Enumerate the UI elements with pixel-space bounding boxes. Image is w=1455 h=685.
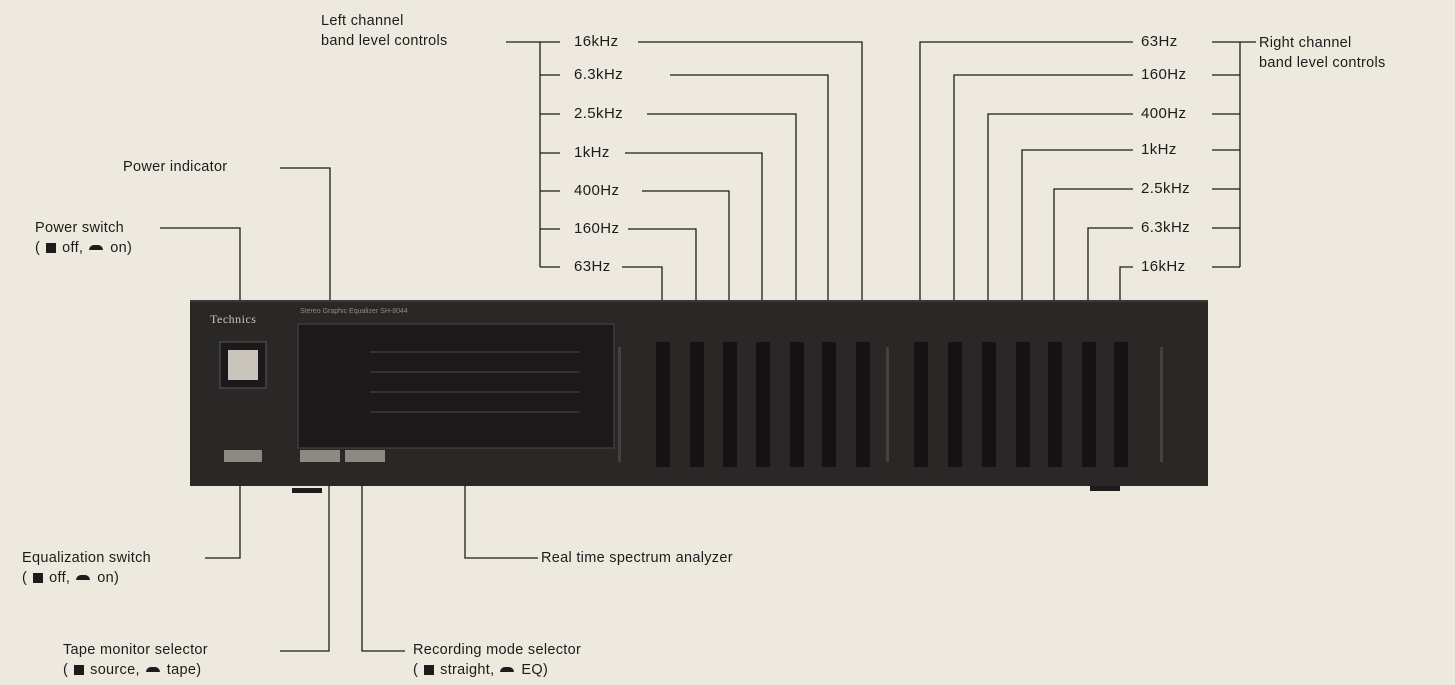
right-band-label: 400Hz [1140, 105, 1188, 122]
tape-monitor-label: Tape monitor selector [63, 642, 208, 658]
spectrum-analyzer-label: Real time spectrum analyzer [541, 550, 733, 566]
right-band-label: 1kHz [1140, 141, 1178, 158]
left-band-label: 1kHz [573, 144, 611, 161]
depressed-dome-icon [145, 667, 160, 672]
left-band-label: 16kHz [573, 33, 620, 50]
model-label: Stereo Graphic Equalizer SH-8044 [300, 308, 408, 315]
power-switch-label: Power switch [35, 220, 125, 236]
left-channel-title: Left channel [321, 13, 404, 29]
tape-monitor-button [300, 450, 340, 462]
leader-right-63hz [919, 41, 1133, 380]
power-indicator-label: Power indicator [123, 159, 228, 175]
equalization-switch-button [224, 450, 262, 462]
spectrum-analyzer-display [297, 323, 615, 449]
tape-monitor-legend: (source,tape) [63, 662, 202, 678]
left-band-label: 400Hz [573, 182, 621, 199]
leader-recording-mode [361, 452, 405, 652]
recording-mode-label: Recording mode selector [413, 642, 582, 658]
recording-mode-legend: (straight,EQ) [413, 662, 549, 678]
leader-tape-monitor [280, 452, 330, 652]
depressed-dome-icon [500, 667, 515, 672]
depressed-dome-icon [89, 245, 104, 250]
left-band-label: 160Hz [573, 220, 621, 237]
raised-block-icon [424, 665, 435, 675]
right-band-label: 16kHz [1140, 258, 1187, 275]
right-channel-subtitle: band level controls [1259, 55, 1386, 71]
depressed-dome-icon [76, 575, 91, 580]
equalization-switch-legend: (off,on) [22, 570, 120, 586]
recording-mode-button [345, 450, 385, 462]
raised-block-icon [74, 665, 85, 675]
raised-block-icon [46, 243, 57, 253]
left-band-label: 63Hz [573, 258, 612, 275]
device-foot-left [292, 488, 322, 493]
left-band-label: 2.5kHz [573, 105, 625, 122]
leader-equalization-switch [205, 457, 241, 559]
left-band-label: 6.3kHz [573, 66, 625, 83]
leader-right-400hz [987, 113, 1133, 380]
left-channel-bracket [506, 41, 541, 267]
equalization-switch-label: Equalization switch [22, 550, 152, 566]
equalizer-front-panel: Technics Stereo Graphic Equalizer SH-804… [190, 300, 1208, 486]
leader-right-160hz [953, 74, 1133, 380]
leader-left-2.5khz [647, 113, 797, 380]
panel-artwork [219, 323, 1163, 467]
left-channel-subtitle: band level controls [321, 33, 448, 49]
right-band-label: 2.5kHz [1140, 180, 1192, 197]
right-channel-bracket [1212, 41, 1256, 268]
right-band-label: 6.3kHz [1140, 219, 1192, 236]
power-switch-button [228, 350, 258, 380]
leader-left-16khz [638, 41, 863, 380]
device-foot-right [1090, 486, 1120, 491]
right-band-label: 160Hz [1140, 66, 1188, 83]
right-channel-title: Right channel [1259, 35, 1352, 51]
brand-logo: Technics [210, 312, 257, 326]
power-switch-legend: (off,on) [35, 240, 133, 256]
leader-power-indicator [280, 167, 331, 330]
raised-block-icon [33, 573, 44, 583]
right-band-label: 63Hz [1140, 33, 1179, 50]
leader-left-6.3khz [670, 74, 829, 380]
